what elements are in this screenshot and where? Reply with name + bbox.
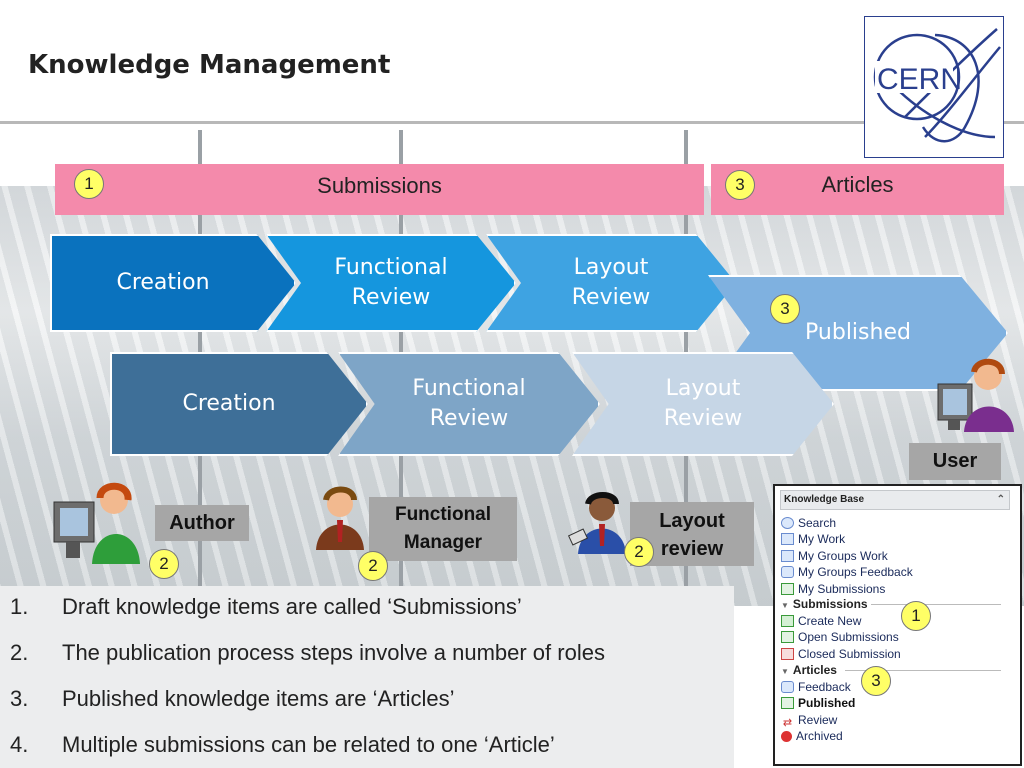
section-divider [871, 604, 1001, 605]
document-icon [781, 550, 794, 562]
nav-item-label: Closed Submission [798, 647, 901, 661]
list-item: 4. Multiple submissions can be related to… [10, 732, 555, 758]
list-item-number: 1. [10, 594, 29, 619]
summary-list: 1. Draft knowledge items are called ‘Subm… [0, 586, 734, 768]
nav-item-feedback[interactable]: Feedback [781, 680, 851, 694]
nav-item-search[interactable]: Search [781, 516, 836, 530]
articles-band: Articles [711, 164, 1004, 215]
comment-icon [781, 681, 794, 693]
nav-item-label: Review [798, 713, 838, 727]
comment-icon [781, 566, 794, 578]
step-number-badge: 1 [74, 169, 104, 199]
nav-item-published[interactable]: Published [781, 696, 855, 710]
nav-item-review[interactable]: ⇄ Review [781, 713, 837, 729]
step-number-badge: 3 [861, 666, 891, 696]
role-label-user: User [909, 443, 1001, 480]
step-number-badge: 2 [358, 551, 388, 581]
section-header-articles[interactable]: ▼Articles [781, 663, 837, 677]
cern-logo: CERN [864, 16, 1004, 158]
page-title: Knowledge Management [28, 50, 391, 80]
nav-item-my-groups-work[interactable]: My Groups Work [781, 549, 888, 563]
list-item: 3. Published knowledge items are ‘Article… [10, 686, 455, 712]
list-item: 2. The publication process steps involve … [10, 640, 605, 666]
nav-item-label: My Work [798, 532, 846, 546]
flow-step-label: Layout Review [571, 255, 651, 310]
flow-step-functional-review: Functional Review [338, 352, 600, 456]
list-item-text: The publication process steps involve a … [62, 640, 605, 665]
add-document-icon [781, 615, 794, 627]
articles-band-label: Articles [821, 172, 894, 197]
expand-triangle-icon: ▼ [781, 667, 789, 676]
flow-step-functional-review: Functional Review [266, 234, 516, 332]
nav-item-my-submissions[interactable]: My Submissions [781, 582, 885, 596]
nav-item-closed-submission[interactable]: Closed Submission [781, 647, 901, 661]
layout-reviewer-avatar-icon [566, 490, 628, 561]
functional-manager-avatar-icon [312, 486, 368, 557]
document-check-icon [781, 631, 794, 643]
flow-step-layout-review: Layout Review [572, 352, 834, 456]
document-icon [781, 533, 794, 545]
step-number-badge: 1 [901, 601, 931, 631]
role-label-author: Author [155, 505, 249, 541]
step-number-badge: 2 [149, 549, 179, 579]
nav-item-label: My Submissions [798, 582, 886, 596]
role-label-layout-review: Layout review [630, 502, 754, 566]
flow-step-label: Functional Review [412, 376, 526, 431]
collapse-icon[interactable]: ⌃ [996, 494, 1005, 505]
flow-step-creation: Creation [110, 352, 368, 456]
nav-item-label: Search [798, 516, 837, 530]
section-label: Submissions [792, 597, 868, 611]
list-item-number: 3. [10, 686, 29, 711]
submissions-band: Submissions [55, 164, 704, 215]
nav-item-label: My Groups Feedback [798, 565, 913, 579]
header-divider [0, 121, 1024, 124]
flow-step-creation: Creation [50, 234, 296, 332]
flow-step-label: Creation [116, 270, 210, 296]
flow-step-label: Layout Review [663, 376, 743, 431]
expand-triangle-icon: ▼ [781, 601, 789, 610]
step-number-badge: 3 [770, 294, 800, 324]
nav-item-label: Published [798, 696, 856, 710]
knowledge-base-panel: Knowledge Base ⌃ Search My Work My Group… [773, 484, 1022, 766]
nav-item-label: Open Submissions [798, 630, 899, 644]
list-item-text: Published knowledge items are ‘Articles’ [62, 686, 455, 711]
section-label: Articles [792, 663, 837, 677]
flow-step-label: Published [805, 320, 911, 346]
step-number-badge: 3 [725, 170, 755, 200]
list-item-number: 4. [10, 732, 29, 757]
list-item-text: Draft knowledge items are called ‘Submis… [62, 594, 522, 619]
review-icon: ⇄ [782, 717, 793, 729]
section-divider [845, 670, 1001, 671]
nav-item-create-new[interactable]: Create New [781, 614, 861, 628]
document-check-icon [781, 697, 794, 709]
list-item-number: 2. [10, 640, 29, 665]
section-header-submissions[interactable]: ▼Submissions [781, 597, 868, 611]
nav-item-label: Create New [798, 614, 862, 628]
role-label-functional-manager: Functional Manager [369, 497, 517, 561]
list-item: 1. Draft knowledge items are called ‘Subm… [10, 594, 522, 620]
submissions-band-label: Submissions [317, 173, 442, 198]
archived-icon [781, 731, 792, 742]
search-icon [781, 517, 794, 529]
document-closed-icon [781, 648, 794, 660]
flow-step-label: Creation [182, 391, 276, 417]
nav-item-label: Feedback [798, 680, 851, 694]
panel-header[interactable]: Knowledge Base ⌃ [780, 490, 1010, 510]
nav-item-my-work[interactable]: My Work [781, 532, 845, 546]
nav-item-label: Archived [796, 729, 843, 743]
nav-item-archived[interactable]: Archived [781, 729, 843, 743]
nav-item-my-groups-feedback[interactable]: My Groups Feedback [781, 565, 913, 579]
svg-text:CERN: CERN [877, 63, 962, 96]
nav-item-open-submissions[interactable]: Open Submissions [781, 630, 899, 644]
panel-header-title: Knowledge Base [784, 494, 865, 505]
flow-step-label: Functional Review [334, 255, 448, 310]
document-check-icon [781, 583, 794, 595]
list-item-text: Multiple submissions can be related to o… [62, 732, 555, 757]
nav-item-label: My Groups Work [798, 549, 888, 563]
user-avatar-icon [932, 354, 1022, 443]
author-avatar-icon [50, 480, 150, 571]
flow-step-layout-review: Layout Review [486, 234, 736, 332]
step-number-badge: 2 [624, 537, 654, 567]
